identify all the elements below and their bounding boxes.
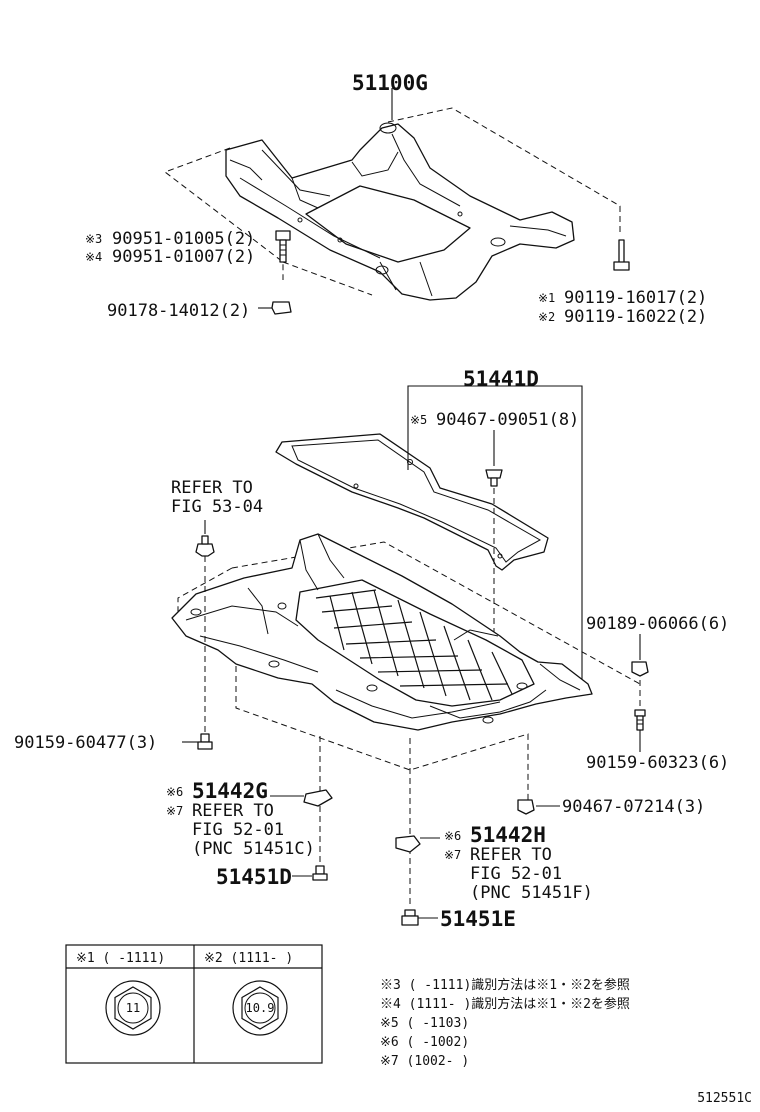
bolt-51451d	[292, 865, 328, 881]
bracket-g-refer-line3: (PNC 51451C)	[192, 839, 315, 859]
undercover-right-bolt	[634, 709, 646, 752]
bracket-g-refer-line1: REFER TO	[192, 801, 274, 821]
clip-90467-09051: 90467-09051(8)	[436, 410, 579, 430]
engine-under-cover	[171, 533, 641, 800]
bracket-h-mark-6: ※6	[444, 829, 461, 843]
bolt-mark-2: ※2	[538, 310, 555, 324]
footnotes: ※3 ( -1111)識別方法は※1・※2を参照 ※4 (1111- )識別方法…	[380, 977, 630, 1069]
bracket-g-mark-6: ※6	[166, 785, 183, 799]
bolt-marking-legend-table: ※1 ( -1111) ※2 (1111- ) 11 10.9	[65, 944, 323, 1064]
bolt-head-10-9-icon	[232, 980, 288, 1036]
undercover-left-bolt	[182, 733, 213, 750]
bolt-head-11-icon	[105, 980, 161, 1036]
bracket-g-refer-line2: FIG 52-01	[192, 820, 284, 840]
bolt-mark-4: ※4	[85, 250, 102, 264]
bracket-h-refer-line2: FIG 52-01	[470, 864, 562, 884]
subframe-right-bolt	[613, 239, 630, 271]
bolt-51451e-label: 51451E	[440, 907, 516, 931]
bolt-51451e	[401, 909, 438, 926]
note-7: ※7 (1002- )	[380, 1054, 469, 1069]
refer-fig-53-04-line1: REFER TO	[171, 478, 253, 498]
nut-90178-14012: 90178-14012(2)	[107, 301, 250, 321]
bracket-g-part-number: 51442G	[192, 779, 268, 803]
refer-fig-53-04-line2: FIG 53-04	[171, 497, 263, 517]
bolt-90119-16022: 90119-16022(2)	[564, 307, 707, 327]
bolt-90159-60477: 90159-60477(3)	[14, 733, 157, 753]
subframe-left-bolt	[275, 230, 291, 263]
diagram-id: 512551C	[697, 1091, 752, 1106]
bracket-h-refer-line3: (PNC 51451F)	[470, 883, 593, 903]
legend-col2-header: ※2 (1111- )	[204, 951, 293, 966]
note-4: ※4 (1111- )識別方法は※1・※2を参照	[380, 996, 630, 1012]
subframe-part-number: 51100G	[352, 71, 428, 95]
subframe-nut	[258, 301, 292, 315]
cover-part-number: 51441D	[463, 367, 539, 391]
bracket-h-part-number: 51442H	[470, 823, 546, 847]
undercover-right-nut	[631, 634, 649, 677]
bracket-51442g	[270, 789, 333, 807]
bolt-90119-16017: 90119-16017(2)	[564, 288, 707, 308]
bracket-h-refer-line1: REFER TO	[470, 845, 552, 865]
note-6: ※6 ( -1002)	[380, 1035, 469, 1050]
note-5: ※5 ( -1103)	[380, 1016, 469, 1031]
bolt-90951-01005: 90951-01005(2)	[112, 229, 255, 249]
bolt-mark-3: ※3	[85, 232, 102, 246]
bolt-marking-11: 11	[126, 1001, 140, 1015]
bracket-g-mark-7: ※7	[166, 804, 183, 818]
bolt-marking-10-9: 10.9	[246, 1001, 275, 1015]
note-3: ※3 ( -1111)識別方法は※1・※2を参照	[380, 977, 630, 993]
bracket-51442h	[395, 835, 440, 853]
upper-cover-sheet	[275, 433, 549, 571]
bracket-h-mark-7: ※7	[444, 848, 461, 862]
bolt-90159-60323: 90159-60323(6)	[586, 753, 729, 773]
nut-90189-06066: 90189-06066(6)	[586, 614, 729, 634]
cover-top-clip	[485, 430, 503, 487]
undercover-left-clip	[195, 535, 215, 557]
undercover-bottom-clip	[517, 799, 560, 815]
subframe-crossmember	[163, 107, 621, 301]
bolt-90951-01007: 90951-01007(2)	[112, 247, 255, 267]
clip-mark-5: ※5	[410, 413, 427, 427]
legend-col1-header: ※1 ( -1111)	[76, 951, 165, 966]
bolt-51451d-label: 51451D	[216, 865, 292, 889]
clip-90467-07214: 90467-07214(3)	[562, 797, 705, 817]
bolt-mark-1: ※1	[538, 291, 555, 305]
